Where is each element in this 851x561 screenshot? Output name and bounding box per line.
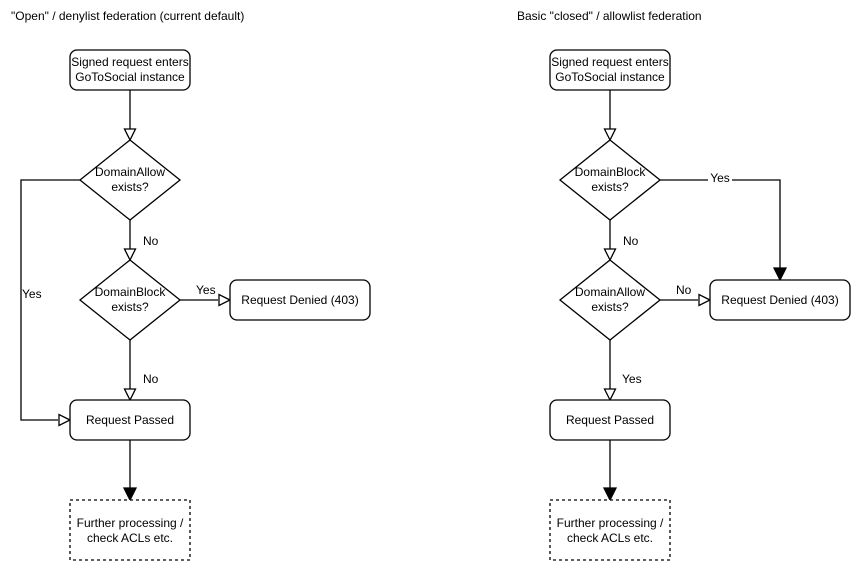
- arrowhead-filled-icon: [772, 267, 788, 282]
- right-edge-decision1-no: No: [603, 220, 639, 262]
- arrowhead-filled-icon: [602, 487, 618, 502]
- left-chart-title: "Open" / denylist federation (current de…: [11, 9, 244, 23]
- left-decision-domainallow: DomainAllow exists?: [78, 139, 182, 221]
- left-start-node: Signed request enters GoToSocial instanc…: [69, 49, 191, 91]
- left-edge-decision1-no-label: No: [143, 234, 159, 248]
- arrowhead-open-icon: [603, 128, 617, 142]
- left-passed-node-label: Request Passed: [86, 413, 174, 427]
- closed-allowlist-flowchart: Basic "closed" / allowlist federation Si…: [517, 9, 851, 561]
- arrowhead-filled-icon: [122, 487, 138, 502]
- right-start-node-label-line1: Signed request enters: [551, 55, 668, 69]
- right-further-node: Further processing / check ACLs etc.: [549, 499, 671, 561]
- right-chart-title: Basic "closed" / allowlist federation: [517, 9, 702, 23]
- left-edge-decision1-yes-label: Yes: [22, 287, 42, 301]
- left-edge-passed-to-further: [122, 440, 138, 502]
- right-decision-domainblock: DomainBlock exists?: [558, 139, 662, 221]
- right-edge-decision2-yes-label: Yes: [622, 372, 642, 386]
- arrowhead-open-icon: [218, 293, 232, 307]
- left-further-node-shape: [69, 499, 191, 561]
- left-decision-domainblock-label-line2: exists?: [111, 300, 149, 314]
- right-edge-decision1-yes: Yes: [660, 171, 788, 282]
- left-decision-domainallow-label-line2: exists?: [111, 180, 149, 194]
- arrowhead-open-icon: [58, 413, 72, 427]
- left-decision-domainblock-label-line1: DomainBlock: [95, 285, 167, 299]
- right-edge-decision1-no-label: No: [623, 234, 639, 248]
- right-edge-decision2-no: No: [660, 283, 712, 307]
- right-passed-node: Request Passed: [549, 399, 671, 441]
- left-edge-decision1-no: No: [123, 220, 159, 262]
- right-further-node-label-line2: check ACLs etc.: [567, 531, 653, 545]
- left-denied-node-shape: [229, 279, 371, 321]
- left-passed-node: Request Passed: [69, 399, 191, 441]
- left-decision-domainallow-label-line1: DomainAllow: [95, 165, 165, 179]
- left-denied-node: Request Denied (403): [229, 279, 371, 321]
- open-denylist-flowchart: "Open" / denylist federation (current de…: [11, 9, 371, 561]
- left-denied-node-label: Request Denied (403): [241, 293, 358, 307]
- arrowhead-open-icon: [123, 388, 137, 402]
- right-further-node-shape: [549, 499, 671, 561]
- right-edge-decision1-yes-label: Yes: [710, 171, 730, 185]
- left-start-node-label-line2: GoToSocial instance: [75, 70, 185, 84]
- right-edge-decision2-no-label: No: [676, 283, 692, 297]
- arrowhead-open-icon: [698, 293, 712, 307]
- right-denied-node-label: Request Denied (403): [721, 293, 838, 307]
- right-further-node-label-line1: Further processing /: [557, 516, 664, 530]
- left-edge-decision1-yes: Yes: [20, 179, 80, 427]
- arrowhead-open-icon: [603, 248, 617, 262]
- right-denied-node-shape: [709, 279, 851, 321]
- right-passed-node-label: Request Passed: [566, 413, 654, 427]
- left-further-node-label-line1: Further processing /: [77, 516, 184, 530]
- right-start-node-label-line2: GoToSocial instance: [555, 70, 665, 84]
- right-decision-domainblock-label-line1: DomainBlock: [575, 165, 647, 179]
- left-decision-domainblock: DomainBlock exists?: [78, 259, 182, 341]
- right-start-node: Signed request enters GoToSocial instanc…: [549, 49, 671, 91]
- right-decision-domainallow: DomainAllow exists?: [558, 259, 662, 341]
- arrowhead-open-icon: [603, 388, 617, 402]
- right-edge-decision1-yes-label-bg: [708, 171, 732, 183]
- right-denied-node: Request Denied (403): [709, 279, 851, 321]
- right-edge-passed-to-further: [602, 440, 618, 502]
- left-edge-decision2-no-label: No: [143, 372, 159, 386]
- left-further-node: Further processing / check ACLs etc.: [69, 499, 191, 561]
- left-edge-start-to-decision1: [123, 90, 137, 142]
- right-edge-start-to-decision1: [603, 90, 617, 142]
- left-edge-decision2-yes: Yes: [180, 283, 232, 307]
- right-decision-domainblock-label-line2: exists?: [591, 180, 629, 194]
- arrowhead-open-icon: [123, 248, 137, 262]
- arrowhead-open-icon: [123, 128, 137, 142]
- left-further-node-label-line2: check ACLs etc.: [87, 531, 173, 545]
- left-start-node-label-line1: Signed request enters: [71, 55, 188, 69]
- left-edge-decision2-yes-label: Yes: [196, 283, 216, 297]
- right-decision-domainallow-label-line2: exists?: [591, 300, 629, 314]
- left-edge-decision2-no: No: [123, 340, 159, 402]
- left-edge-decision1-yes-line: [20, 179, 80, 421]
- right-edge-decision2-yes: Yes: [603, 340, 642, 402]
- right-edge-decision1-yes-line: [660, 179, 781, 268]
- right-decision-domainallow-label-line1: DomainAllow: [575, 285, 645, 299]
